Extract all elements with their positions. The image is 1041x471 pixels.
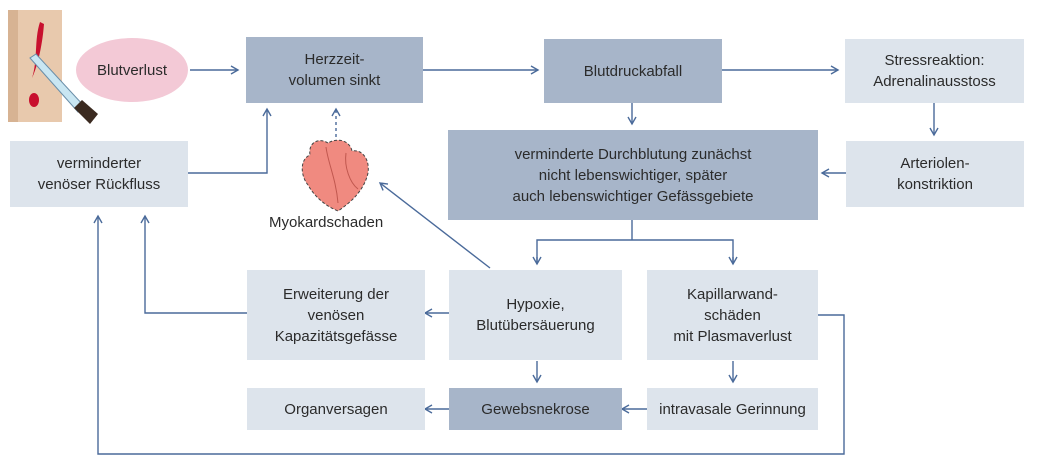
coagulation-label: intravasale Gerinnung — [659, 400, 806, 418]
blood-loss-label: Blutverlust — [96, 61, 168, 79]
venous-return-label: verminderter venöser Rückfluss — [37, 155, 161, 193]
arrow-venous-to-cardiac — [188, 107, 272, 174]
reduced-perfusion-label: verminderte Durchblutung zunächst nicht … — [512, 145, 754, 205]
capillary-node: Kapillarwand- schäden mit Plasmaverlust — [647, 270, 818, 360]
dilation-label: Erweiterung der venösen Kapazitätsgefäss… — [274, 285, 398, 345]
organ-failure-label: Organversagen — [284, 400, 388, 418]
bp-drop-node: Blutdruckabfall — [544, 39, 722, 103]
stress-node: Stressreaktion: Adrenalinausstoss — [845, 39, 1024, 103]
capillary-label: Kapillarwand- schäden mit Plasmaverlust — [673, 285, 792, 345]
heart-icon — [301, 139, 369, 212]
bp-drop-label: Blutdruckabfall — [583, 62, 683, 80]
necrosis-node: Gewebsnekrose — [449, 388, 622, 430]
arrow-capillary-loop-to-venous — [93, 214, 845, 455]
organ-failure-node: Organversagen — [247, 388, 425, 430]
arrow-dilation-to-venous — [140, 214, 247, 314]
dilation-node: Erweiterung der venösen Kapazitätsgefäss… — [247, 270, 425, 360]
venous-return-node: verminderter venöser Rückfluss — [10, 141, 188, 207]
bleeding-wound-illustration — [8, 10, 98, 124]
hypoxia-node: Hypoxie, Blutübersäuerung — [449, 270, 622, 360]
stress-label: Stressreaktion: Adrenalinausstoss — [873, 52, 996, 90]
arteriolar-label: Arteriolen- konstriktion — [897, 155, 973, 193]
arrow-hypoxia-to-myocardial — [378, 182, 491, 269]
cardiac-output-label: Herzzeit- volumen sinkt — [288, 51, 381, 89]
myocardial-label: Myokardschaden — [269, 214, 384, 231]
hypoxia-label: Hypoxie, Blutübersäuerung — [476, 296, 595, 334]
reduced-perfusion-node: verminderte Durchblutung zunächst nicht … — [448, 130, 818, 220]
arrow-perfusion-split — [536, 220, 734, 264]
cardiac-output-node: Herzzeit- volumen sinkt — [246, 37, 423, 103]
blood-loss-node: Blutverlust — [76, 38, 188, 102]
coagulation-node: intravasale Gerinnung — [647, 388, 818, 430]
arteriolar-node: Arteriolen- konstriktion — [846, 141, 1024, 207]
necrosis-label: Gewebsnekrose — [481, 400, 590, 418]
